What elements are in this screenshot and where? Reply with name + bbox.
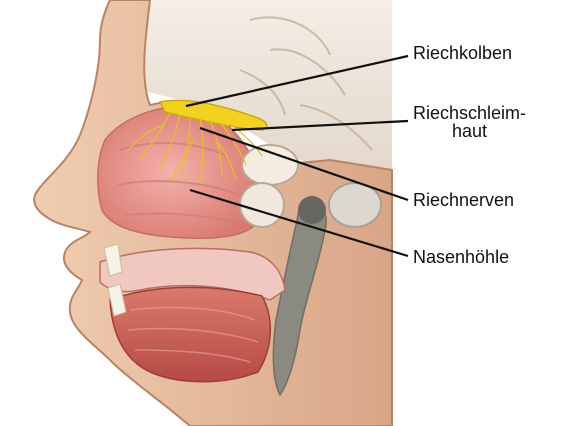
- label-riechschleimhaut-line2: haut: [413, 122, 526, 140]
- label-riechkolben: Riechkolben: [413, 44, 512, 62]
- label-riechschleimhaut: Riechschleim- haut: [413, 104, 526, 140]
- label-nasenhoehle: Nasenhöhle: [413, 248, 509, 266]
- label-riechschleimhaut-line1: Riechschleim-: [413, 104, 526, 122]
- label-riechnerven: Riechnerven: [413, 191, 514, 209]
